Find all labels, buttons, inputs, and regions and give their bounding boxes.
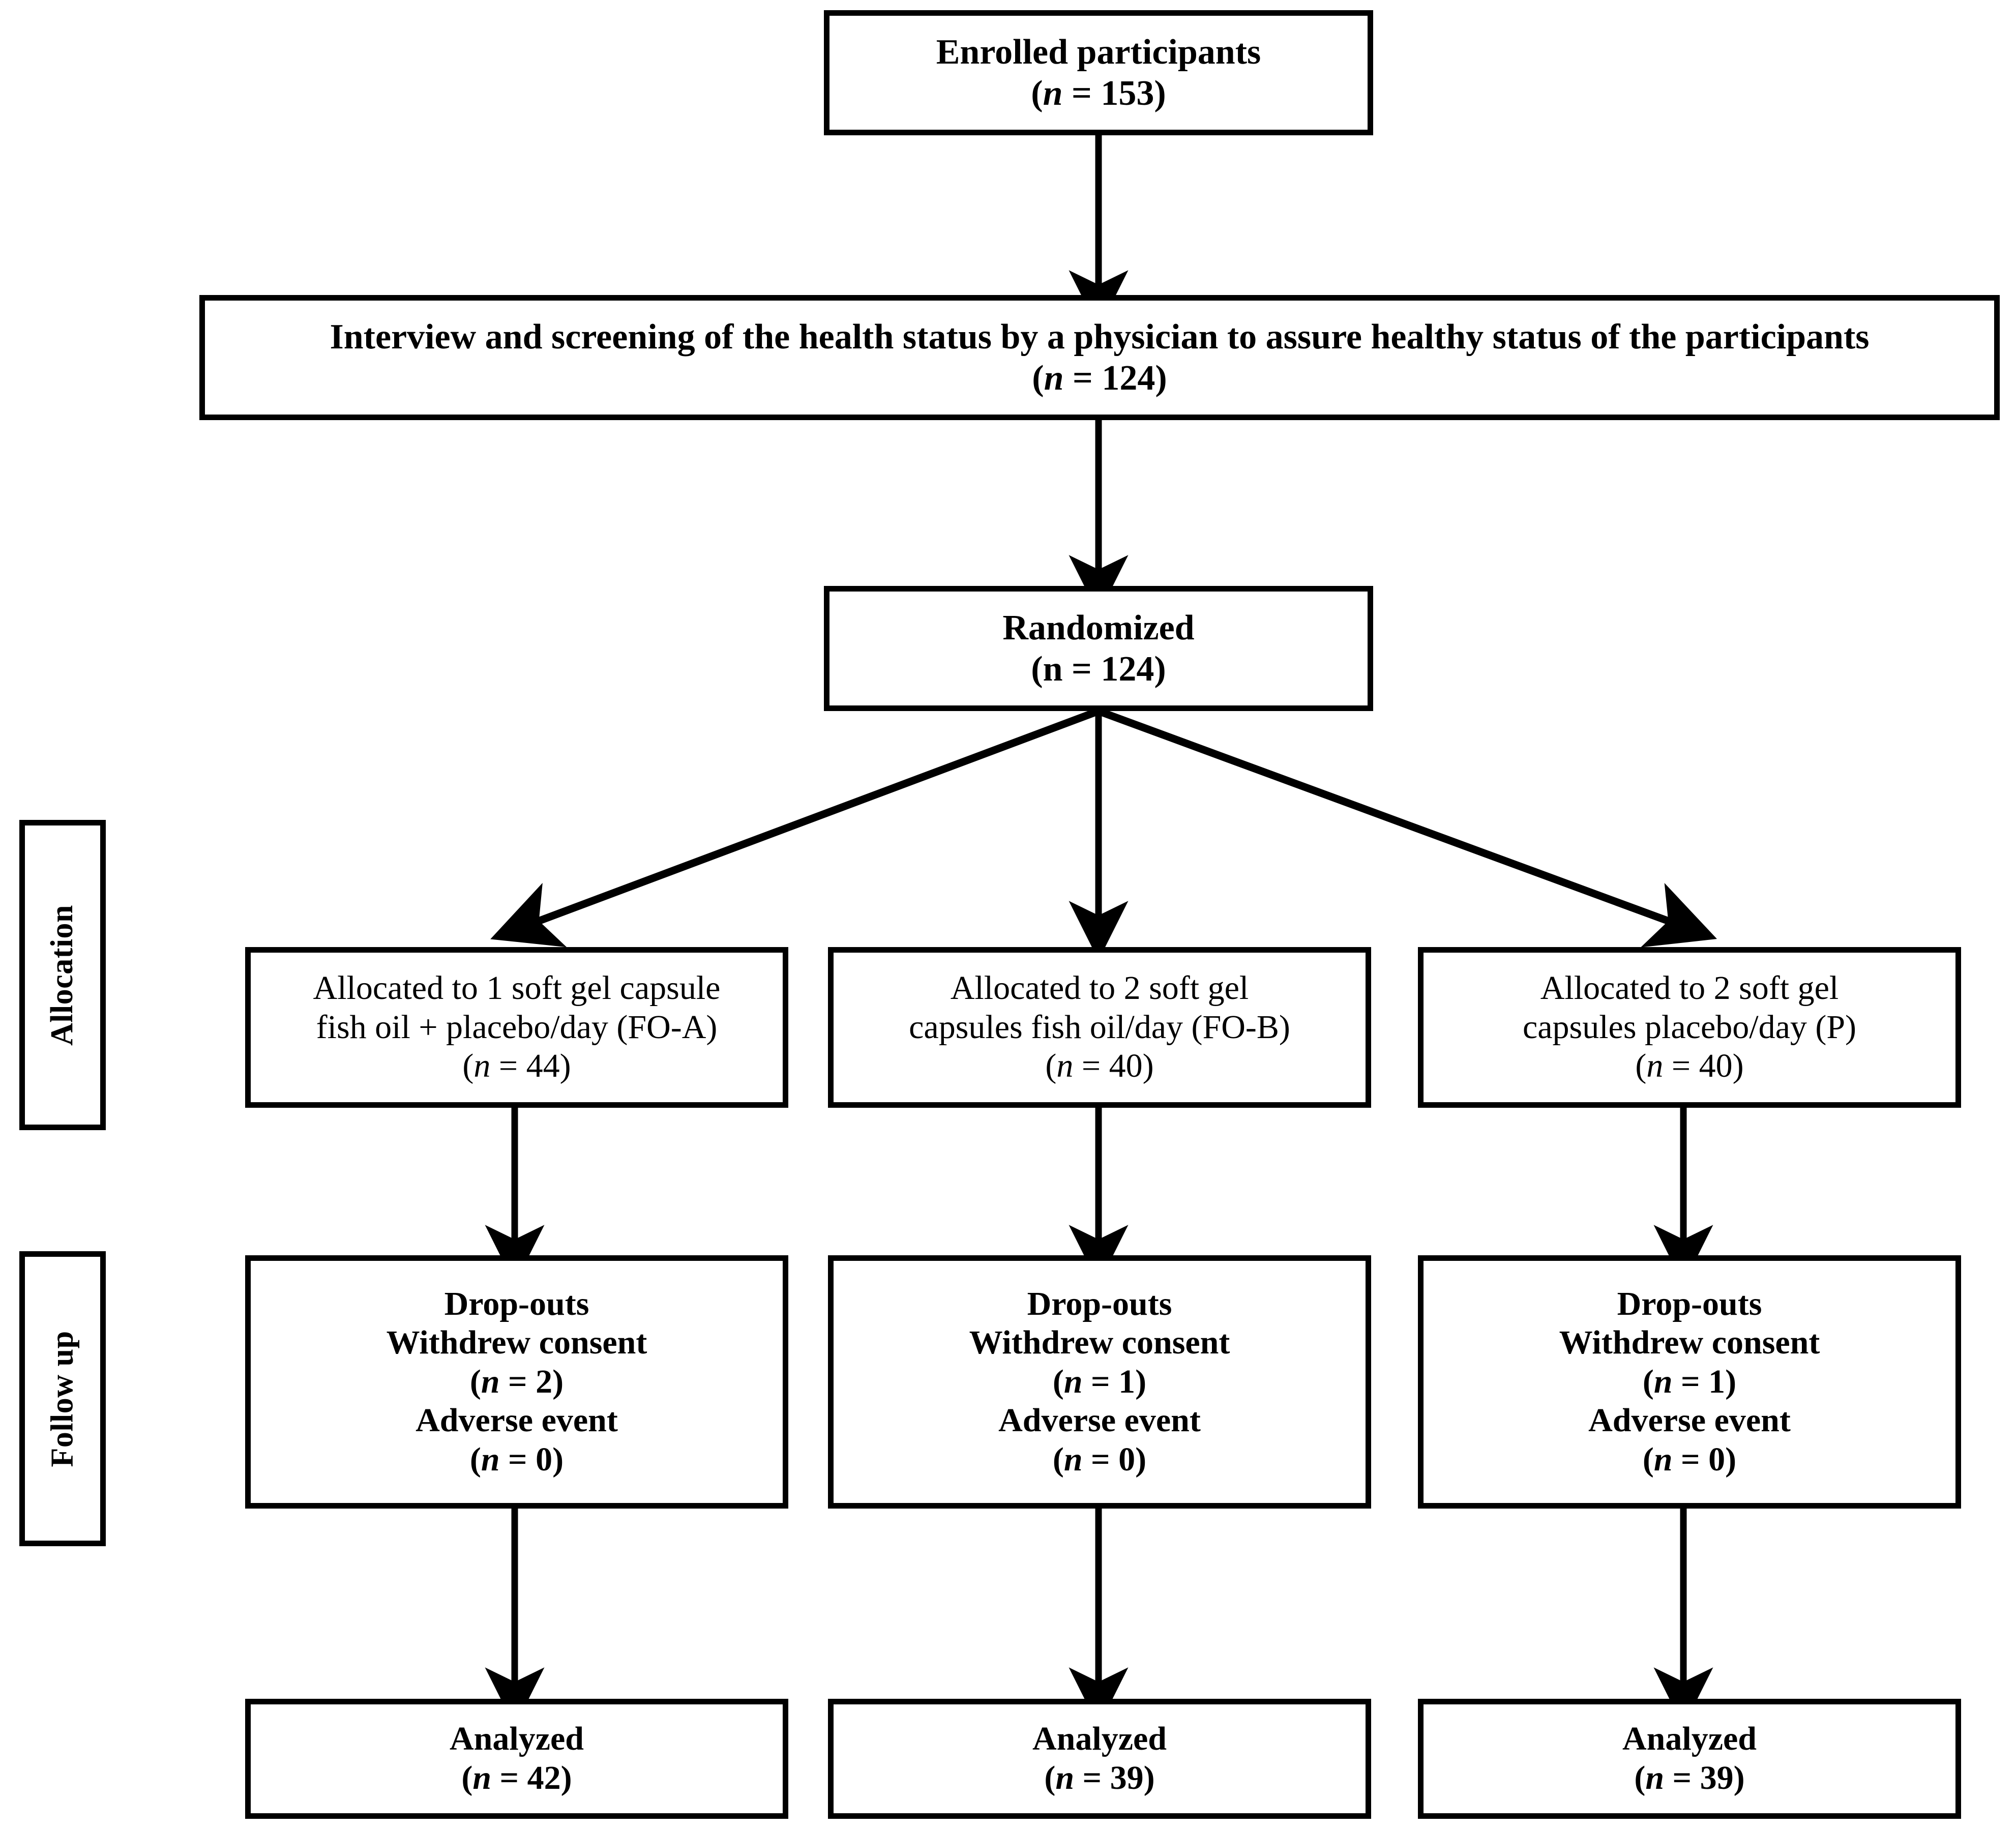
analyzed-title: Analyzed bbox=[1622, 1720, 1757, 1758]
dropouts-heading: Drop-outs bbox=[1027, 1285, 1172, 1322]
analyzed-count: (n = 39) bbox=[1044, 1759, 1155, 1796]
stage-label-allocation: Allocation bbox=[19, 820, 106, 1130]
dropouts-reason-2-count: (n = 0) bbox=[1642, 1440, 1737, 1478]
stage-label-follow-up: Follow up bbox=[19, 1251, 106, 1546]
dropouts-heading: Drop-outs bbox=[444, 1285, 589, 1322]
node-analyzed-fo-a: Analyzed (n = 42) bbox=[245, 1699, 788, 1819]
allocation-line-1: Allocated to 2 soft gel bbox=[1540, 969, 1839, 1007]
n-symbol: n bbox=[1063, 1440, 1083, 1478]
n-symbol: n bbox=[472, 1759, 492, 1796]
dropouts-reason-2: Adverse event bbox=[998, 1402, 1201, 1439]
analyzed-title: Analyzed bbox=[1032, 1720, 1167, 1758]
node-enrolled-title: Enrolled participants bbox=[936, 32, 1261, 72]
n-symbol: n bbox=[1646, 1047, 1664, 1085]
node-screening-title: Interview and screening of the health st… bbox=[330, 317, 1870, 357]
dropouts-reason-1-count: (n = 1) bbox=[1642, 1363, 1737, 1400]
allocation-line-2: capsules placebo/day (P) bbox=[1522, 1008, 1857, 1046]
n-symbol: n bbox=[1653, 1363, 1673, 1400]
dropouts-reason-1-count: (n = 1) bbox=[1052, 1363, 1147, 1400]
node-randomized-title: Randomized bbox=[1002, 608, 1195, 647]
node-analyzed-fo-b: Analyzed (n = 39) bbox=[828, 1699, 1371, 1819]
dropouts-reason-1: Withdrew consent bbox=[386, 1324, 647, 1362]
node-enrolled: Enrolled participants (n = 153) bbox=[824, 10, 1373, 135]
analyzed-title: Analyzed bbox=[450, 1720, 584, 1758]
allocation-line-2: capsules fish oil/day (FO-B) bbox=[909, 1008, 1290, 1046]
node-screening-count: (n = 124) bbox=[1032, 359, 1167, 398]
node-allocation-fo-a: Allocated to 1 soft gel capsule fish oil… bbox=[245, 947, 788, 1108]
node-dropouts-fo-a: Drop-outs Withdrew consent (n = 2) Adver… bbox=[245, 1255, 788, 1509]
node-randomized-count: (n = 124) bbox=[1031, 650, 1166, 689]
n-symbol: n bbox=[481, 1363, 500, 1400]
allocation-line-1: Allocated to 1 soft gel capsule bbox=[313, 969, 721, 1007]
node-allocation-fo-b: Allocated to 2 soft gel capsules fish oi… bbox=[828, 947, 1371, 1108]
n-symbol: n bbox=[1055, 1759, 1075, 1796]
node-allocation-placebo: Allocated to 2 soft gel capsules placebo… bbox=[1418, 947, 1961, 1108]
stage-label-allocation-text: Allocation bbox=[45, 904, 80, 1046]
dropouts-reason-1-count: (n = 2) bbox=[469, 1363, 564, 1400]
node-dropouts-placebo: Drop-outs Withdrew consent (n = 1) Adver… bbox=[1418, 1255, 1961, 1509]
node-randomized: Randomized (n = 124) bbox=[824, 586, 1373, 711]
allocation-line-2: fish oil + placebo/day (FO-A) bbox=[316, 1008, 718, 1046]
node-dropouts-fo-b: Drop-outs Withdrew consent (n = 1) Adver… bbox=[828, 1255, 1371, 1509]
allocation-count: (n = 44) bbox=[462, 1047, 571, 1085]
n-symbol: n bbox=[1056, 1047, 1074, 1085]
n-symbol: n bbox=[1043, 74, 1063, 113]
n-symbol: n bbox=[1645, 1759, 1665, 1796]
n-symbol: n bbox=[1063, 1363, 1083, 1400]
allocation-line-1: Allocated to 2 soft gel bbox=[950, 969, 1249, 1007]
dropouts-reason-1: Withdrew consent bbox=[1559, 1324, 1820, 1362]
stage-label-follow-up-text: Follow up bbox=[45, 1330, 80, 1467]
dropouts-reason-1: Withdrew consent bbox=[969, 1324, 1230, 1362]
n-symbol: n bbox=[1043, 650, 1063, 689]
allocation-count: (n = 40) bbox=[1045, 1047, 1154, 1085]
n-symbol: n bbox=[1044, 359, 1064, 398]
analyzed-count: (n = 39) bbox=[1634, 1759, 1745, 1796]
dropouts-reason-2-count: (n = 0) bbox=[469, 1440, 564, 1478]
dropouts-reason-2-count: (n = 0) bbox=[1052, 1440, 1147, 1478]
n-symbol: n bbox=[481, 1440, 500, 1478]
dropouts-reason-2: Adverse event bbox=[1588, 1402, 1791, 1439]
n-symbol: n bbox=[473, 1047, 491, 1085]
n-symbol: n bbox=[1653, 1440, 1673, 1478]
dropouts-heading: Drop-outs bbox=[1617, 1285, 1762, 1322]
node-screening: Interview and screening of the health st… bbox=[199, 295, 2000, 420]
node-analyzed-placebo: Analyzed (n = 39) bbox=[1418, 1699, 1961, 1819]
allocation-count: (n = 40) bbox=[1635, 1047, 1744, 1085]
analyzed-count: (n = 42) bbox=[461, 1759, 572, 1796]
node-enrolled-count: (n = 153) bbox=[1031, 74, 1166, 113]
dropouts-reason-2: Adverse event bbox=[416, 1402, 618, 1439]
